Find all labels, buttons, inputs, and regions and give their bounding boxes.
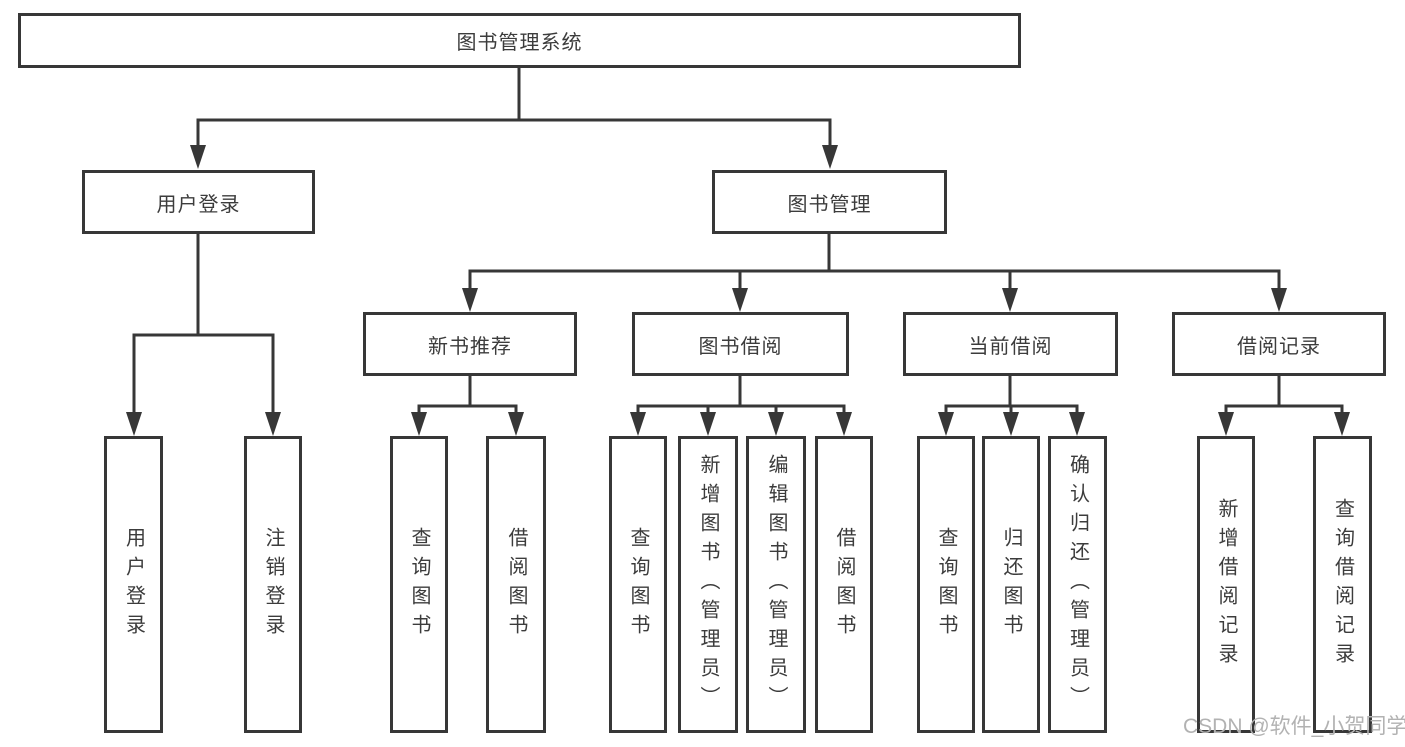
leaf-edit-book-admin: 编辑图书（管理员） <box>746 436 806 733</box>
node-label: 图书管理 <box>787 193 872 216</box>
arrowheads <box>126 145 1350 436</box>
connector-borrowrecords-to-leaves <box>1224 376 1344 420</box>
connector-root-to-level2 <box>196 68 832 152</box>
node-borrow-records: 借阅记录 <box>1172 312 1386 376</box>
node-user-login: 用户登录 <box>82 170 315 234</box>
node-label: 新书推荐 <box>428 335 512 358</box>
leaf-label: 编辑图书（管理员） <box>765 454 787 715</box>
connector-newbook-to-leaves <box>417 376 518 420</box>
connector-bookborrow-to-leaves <box>636 376 846 420</box>
node-new-book-recommend: 新书推荐 <box>363 312 577 376</box>
leaf-label: 确认归还（管理员） <box>1066 454 1089 715</box>
leaf-add-book-admin: 新增图书（管理员） <box>678 436 738 733</box>
leaf-label: 查询图书 <box>408 526 430 643</box>
node-label: 用户登录 <box>156 193 241 216</box>
leaf-query-books-borrow: 查询图书 <box>609 436 667 733</box>
node-current-borrow: 当前借阅 <box>903 312 1118 376</box>
leaf-label: 注销登录 <box>262 526 284 643</box>
node-book-management: 图书管理 <box>712 170 947 234</box>
connector-bookmgmt-to-level3 <box>468 234 1281 296</box>
leaf-add-borrow-record: 新增借阅记录 <box>1197 436 1255 733</box>
leaf-label: 查询图书 <box>627 526 649 643</box>
leaf-label: 新增借阅记录 <box>1215 497 1237 672</box>
node-book-borrow: 图书借阅 <box>632 312 849 376</box>
connector-userlogin-to-leaves <box>132 234 275 420</box>
leaf-borrow-books-borrow: 借阅图书 <box>815 436 873 733</box>
leaf-query-borrow-record: 查询借阅记录 <box>1313 436 1372 733</box>
leaf-label: 借阅图书 <box>833 526 855 643</box>
leaf-borrow-books-recommend: 借阅图书 <box>486 436 546 733</box>
leaf-query-books-recommend: 查询图书 <box>390 436 448 733</box>
csdn-watermark: CSDN @软件_小贺同学 <box>1183 715 1405 738</box>
leaf-label: 查询图书 <box>935 526 957 643</box>
leaf-label: 借阅图书 <box>505 526 527 643</box>
leaf-label: 查询借阅记录 <box>1331 497 1354 672</box>
node-label: 当前借阅 <box>968 335 1053 358</box>
node-library-system: 图书管理系统 <box>18 13 1021 68</box>
leaf-label: 归还图书 <box>1000 526 1022 643</box>
leaf-return-book: 归还图书 <box>982 436 1040 733</box>
leaf-label: 用户登录 <box>122 526 145 643</box>
leaf-logout: 注销登录 <box>244 436 302 733</box>
node-label: 图书借阅 <box>698 335 783 358</box>
node-label: 借阅记录 <box>1237 335 1321 358</box>
node-label: 图书管理系统 <box>456 32 583 54</box>
leaf-confirm-return-admin: 确认归还（管理员） <box>1048 436 1107 733</box>
leaf-label: 新增图书（管理员） <box>697 454 719 715</box>
leaf-query-books-current: 查询图书 <box>917 436 975 733</box>
leaf-user-login: 用户登录 <box>104 436 163 733</box>
